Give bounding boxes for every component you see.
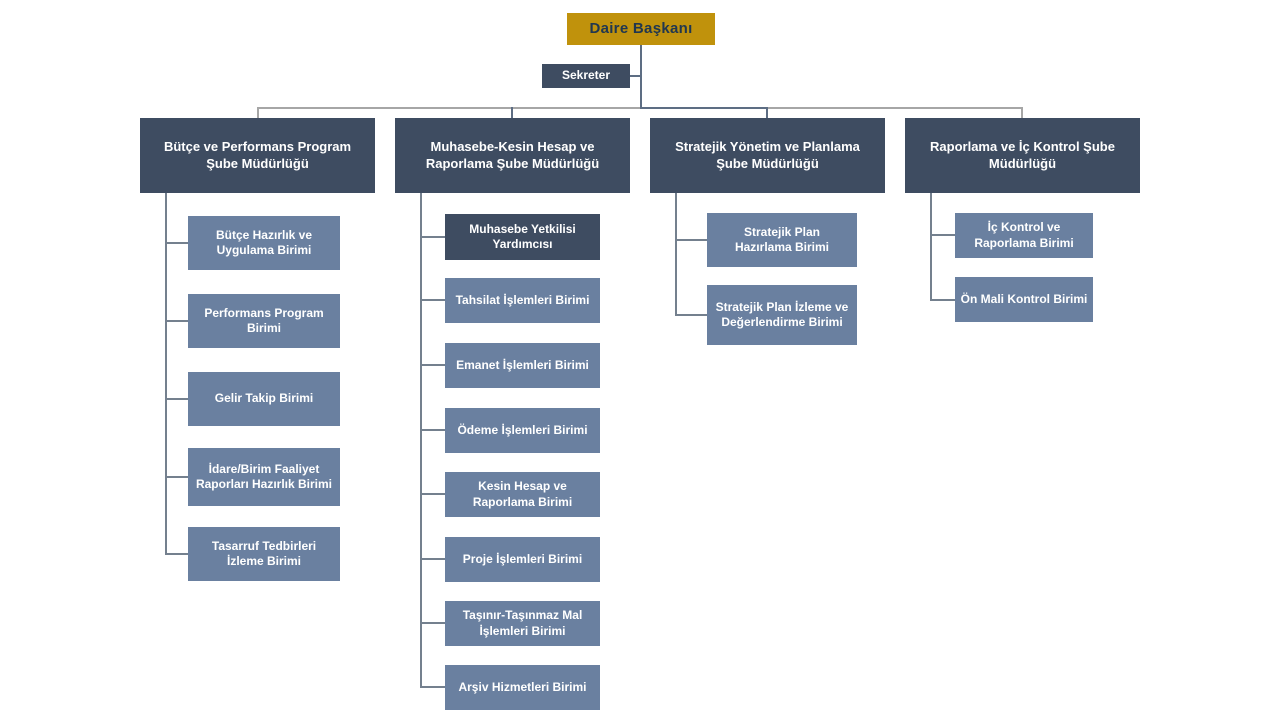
- connector-secretary-stub: [630, 75, 642, 77]
- connector-col4-vertical: [930, 193, 932, 300]
- connector-col3-stub: [675, 239, 707, 241]
- department-header-stratejik: Stratejik Yönetim ve Planlama Şube Müdür…: [650, 118, 885, 193]
- unit-box: İdare/Birim Faaliyet Raporları Hazırlık …: [188, 448, 340, 506]
- connector-col2-stub: [420, 236, 445, 238]
- connector-col4-stub: [930, 299, 955, 301]
- unit-box: Arşiv Hizmetleri Birimi: [445, 665, 600, 710]
- connector-col4-stub: [930, 234, 955, 236]
- connector-col2-stub: [420, 493, 445, 495]
- connector-col2-stub: [420, 686, 445, 688]
- unit-box: Tahsilat İşlemleri Birimi: [445, 278, 600, 323]
- connector-col2-stub: [420, 364, 445, 366]
- connector-main-horizontal-dark-segment: [640, 107, 768, 109]
- unit-box: Ön Mali Kontrol Birimi: [955, 277, 1093, 322]
- unit-box: İç Kontrol ve Raporlama Birimi: [955, 213, 1093, 258]
- department-header-butce: Bütçe ve Performans Program Şube Müdürlü…: [140, 118, 375, 193]
- unit-box: Stratejik Plan Hazırlama Birimi: [707, 213, 857, 267]
- connector-dept3-stub: [766, 107, 768, 119]
- unit-box: Tasarruf Tedbirleri İzleme Birimi: [188, 527, 340, 581]
- connector-col2-stub: [420, 429, 445, 431]
- connector-dept1-stub: [257, 107, 259, 119]
- department-header-raporlama: Raporlama ve İç Kontrol Şube Müdürlüğü: [905, 118, 1140, 193]
- unit-box: Bütçe Hazırlık ve Uygulama Birimi: [188, 216, 340, 270]
- connector-col3-stub: [675, 314, 707, 316]
- unit-box: Stratejik Plan İzleme ve Değerlendirme B…: [707, 285, 857, 345]
- unit-box: Ödeme İşlemleri Birimi: [445, 408, 600, 453]
- unit-box: Proje İşlemleri Birimi: [445, 537, 600, 582]
- connector-col2-stub: [420, 299, 445, 301]
- unit-box-deputy-accountant: Muhasebe Yetkilisi Yardımcısı: [445, 214, 600, 260]
- connector-col2-stub: [420, 622, 445, 624]
- connector-dept4-stub: [1021, 107, 1023, 119]
- connector-dept2-stub: [511, 107, 513, 119]
- connector-col2-stub: [420, 558, 445, 560]
- unit-box: Performans Program Birimi: [188, 294, 340, 348]
- connector-col1-stub: [165, 320, 188, 322]
- unit-box: Gelir Takip Birimi: [188, 372, 340, 426]
- unit-box: Kesin Hesap ve Raporlama Birimi: [445, 472, 600, 517]
- connector-col1-stub: [165, 398, 188, 400]
- unit-box: Taşınır-Taşınmaz Mal İşlemleri Birimi: [445, 601, 600, 646]
- unit-box: Emanet İşlemleri Birimi: [445, 343, 600, 388]
- connector-col1-stub: [165, 553, 188, 555]
- department-header-muhasebe: Muhasebe-Kesin Hesap ve Raporlama Şube M…: [395, 118, 630, 193]
- root-box: Daire Başkanı: [567, 13, 715, 45]
- secretary-box: Sekreter: [542, 64, 630, 88]
- connector-col2-vertical: [420, 193, 422, 687]
- connector-col1-stub: [165, 476, 188, 478]
- connector-col3-vertical: [675, 193, 677, 315]
- connector-col1-vertical: [165, 193, 167, 554]
- connector-col1-stub: [165, 242, 188, 244]
